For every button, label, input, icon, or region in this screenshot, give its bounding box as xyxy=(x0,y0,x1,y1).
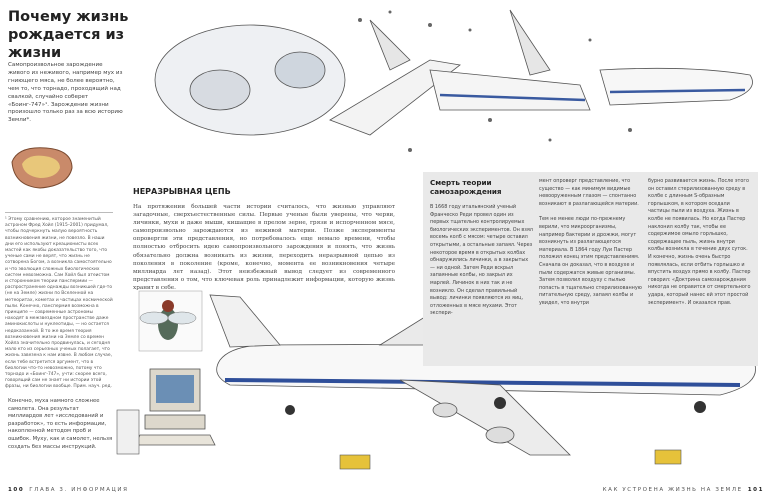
page-number-right: 101 xyxy=(747,487,764,493)
footnote: ¹ Этому сравнению, которое знаменитый ас… xyxy=(5,212,113,391)
box-text: Тем не менее люди по-прежнему верили, чт… xyxy=(539,216,642,306)
box-column-1: Смерть теории самозарождения В 1668 году… xyxy=(430,178,534,318)
box-text: мент опроверг представление, что существ… xyxy=(539,178,639,207)
page-number-left: 100 xyxy=(8,487,25,493)
box-column-2: мент опроверг представление, что существ… xyxy=(539,178,643,308)
fly-caption: Конечно, муха намного сложнее самолета. … xyxy=(8,398,113,450)
steak-illustration xyxy=(11,147,73,189)
section-body: На протяжении большей части истории счит… xyxy=(133,204,395,291)
intro-text: Самопроизвольное зарождение живого из не… xyxy=(8,62,123,124)
box-text: В 1668 году итальянский ученый Франческо… xyxy=(430,204,533,317)
junkyard-illustration xyxy=(154,9,753,152)
footer-right: КАК УСТРОЕНА ЖИЗНЬ НА ЗЕМЛЕ 101 xyxy=(603,487,764,493)
chapter-title: ГЛАВА 3. ИНФОРМАЦИЯ xyxy=(29,487,129,493)
footer-left: 100 ГЛАВА 3. ИНФОРМАЦИЯ xyxy=(8,487,129,493)
fly-illustration xyxy=(138,290,203,352)
box-title: Смерть теории самозарождения xyxy=(430,178,502,196)
sidebar-box: Смерть теории самозарождения В 1668 году… xyxy=(423,172,758,366)
page-title: Почему жизнь рождается из жизни xyxy=(8,9,129,61)
computer-illustration xyxy=(116,368,216,455)
box-column-3: бурно развивается жизнь. После этого он … xyxy=(648,178,751,306)
book-title: КАК УСТРОЕНА ЖИЗНЬ НА ЗЕМЛЕ xyxy=(602,487,743,493)
section-heading: НЕРАЗРЫВНАЯ ЦЕПЬ xyxy=(133,187,231,196)
